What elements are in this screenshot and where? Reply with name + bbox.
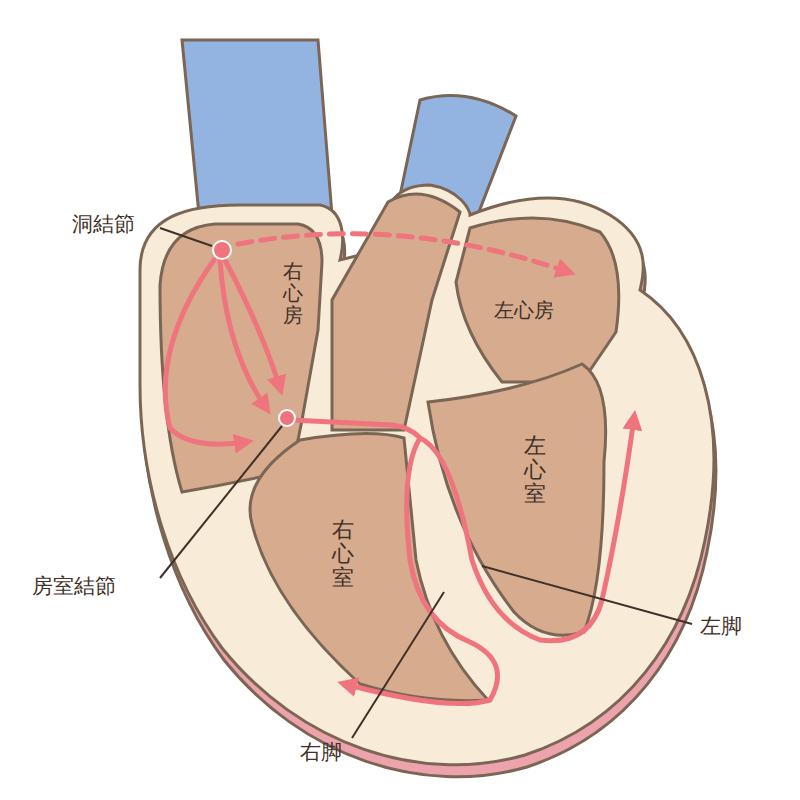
sa-node [213, 241, 231, 259]
part-label: 右心室 [332, 518, 354, 591]
aorta [332, 194, 460, 430]
leader-line [160, 228, 212, 246]
left-ventricle [428, 364, 606, 635]
left-atrium [456, 218, 619, 382]
vena-cava [182, 40, 332, 225]
internodal-path [220, 260, 266, 408]
leader-line [352, 592, 444, 738]
part-label: 左心房 [494, 298, 554, 322]
conduction-system [165, 234, 634, 704]
part-label: 左脚 [700, 614, 742, 639]
his-bundle [292, 420, 420, 438]
internodal-path [165, 260, 246, 444]
part-label: 右心房 [283, 260, 303, 326]
leader-line [482, 566, 692, 624]
leader-lines [160, 228, 692, 738]
av-node [279, 410, 295, 426]
internodal-path [224, 258, 280, 388]
leader-line [160, 426, 282, 578]
part-label: 洞結節 [72, 212, 135, 237]
part-label: 房室結節 [32, 574, 116, 599]
part-label: 左心室 [524, 434, 546, 507]
heart-outline [140, 185, 714, 765]
part-label: 右脚 [300, 740, 342, 765]
left-bundle [420, 418, 634, 641]
